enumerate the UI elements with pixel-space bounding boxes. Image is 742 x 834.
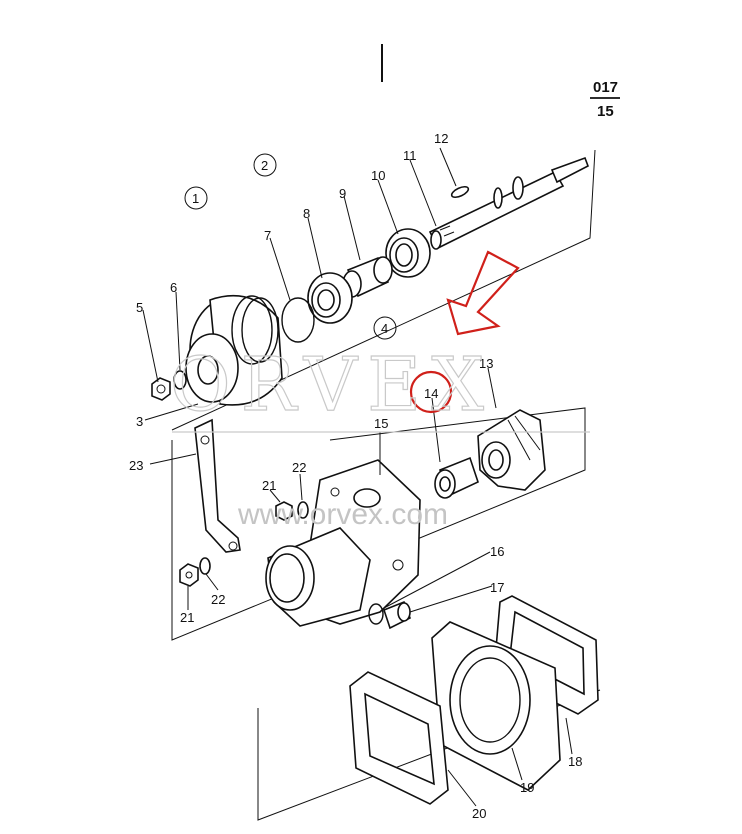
gasket-20-part (349, 671, 449, 805)
upper-assembly-frame (171, 149, 596, 431)
key-part (450, 185, 470, 199)
washer-22a-part (297, 501, 309, 519)
highlight-circle (409, 370, 453, 414)
group-label-4: 4 (373, 316, 397, 340)
group-label-1: 1 (184, 186, 208, 210)
direction-arrow (446, 250, 520, 336)
nut-5-part (151, 377, 171, 401)
group-label-2: 2 (253, 153, 277, 177)
washer-22b-part (199, 557, 211, 575)
label-5: 5 (136, 300, 143, 315)
label-12: 12 (434, 131, 448, 146)
page-reference: 017 15 (590, 79, 620, 120)
impeller-part (477, 409, 546, 491)
label-18: 18 (568, 754, 582, 769)
svg-text:2: 2 (261, 158, 268, 173)
label-6: 6 (170, 280, 177, 295)
circlip-part (281, 297, 315, 343)
label-21-lower: 21 (180, 610, 194, 625)
label-23: 23 (129, 458, 143, 473)
page-ref-top: 017 (593, 79, 618, 96)
pulley-part (185, 294, 283, 406)
label-20: 20 (472, 806, 486, 821)
cover-part (431, 621, 561, 791)
leader-lines (142, 147, 573, 807)
bearing-10-part (385, 228, 431, 278)
o-ring-part (368, 603, 384, 625)
label-17: 17 (490, 580, 504, 595)
washer-6-part (173, 370, 187, 390)
watermark-url: www.orvex.com (237, 498, 448, 531)
spacer-sleeve-part (342, 256, 393, 298)
pump-housing-part (265, 459, 421, 627)
middle-assembly-frame (171, 407, 586, 641)
svg-text:1: 1 (192, 191, 199, 206)
label-13: 13 (479, 356, 493, 371)
watermark-brand: ORVEX (170, 342, 494, 428)
label-19: 19 (520, 780, 534, 795)
bearing-8-part (307, 272, 353, 324)
label-16: 16 (490, 544, 504, 559)
seal-part (434, 456, 479, 499)
label-7: 7 (264, 228, 271, 243)
label-9: 9 (339, 186, 346, 201)
label-22-upper: 22 (292, 460, 306, 475)
label-21-upper: 21 (262, 478, 276, 493)
svg-text:4: 4 (381, 321, 388, 336)
nut-21b-part (179, 563, 199, 587)
label-22-lower: 22 (211, 592, 225, 607)
label-3: 3 (136, 414, 143, 429)
label-8: 8 (303, 206, 310, 221)
page-ref-bottom: 15 (597, 103, 614, 120)
label-10: 10 (371, 168, 385, 183)
shaft-part (428, 156, 589, 250)
bracket-part (194, 418, 241, 553)
label-14: 14 (424, 386, 438, 401)
plug-part (383, 600, 412, 630)
nut-21a-part (275, 501, 293, 521)
label-11: 11 (403, 148, 417, 163)
label-15: 15 (374, 416, 388, 431)
